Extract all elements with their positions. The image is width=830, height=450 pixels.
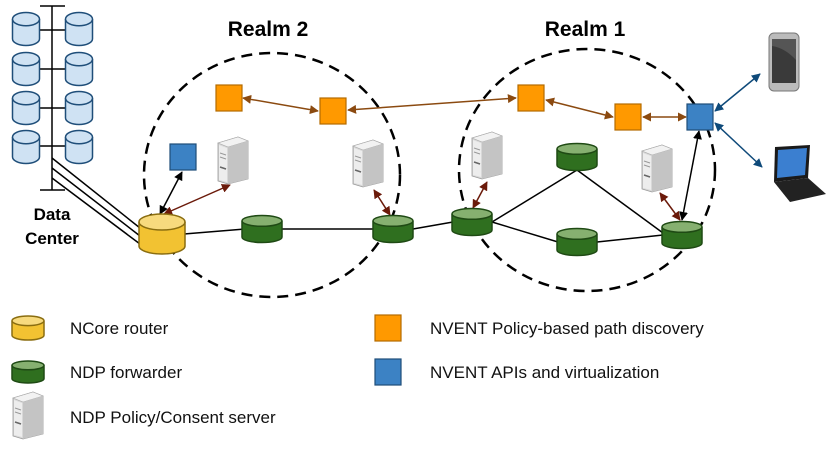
api-node-icon (169, 143, 197, 171)
path-discovery-node-icon (614, 103, 642, 131)
network-links (183, 169, 664, 243)
data-center-label-line2: Center (25, 229, 79, 248)
arrows (159, 73, 763, 221)
path-discovery-node-icon (215, 84, 243, 112)
device-arrow (714, 122, 763, 168)
discovery-arrow (347, 94, 517, 114)
laptop-icon (774, 145, 826, 202)
storage-cylinder-icon (64, 51, 94, 87)
data-center-label-line1: Data (34, 205, 71, 224)
storage-cylinder-icon (11, 129, 41, 165)
policy-arrow (659, 192, 681, 221)
discovery-arrow (545, 97, 614, 120)
legend-path-discovery-icon (374, 314, 402, 342)
smartphone-icon (768, 32, 800, 92)
policy-arrow (163, 184, 231, 215)
legend-ndp-forwarder: NDP forwarder (70, 363, 182, 382)
path-discovery-node-icon (517, 84, 545, 112)
data-center (38, 5, 141, 245)
storage-cylinder-icon (64, 11, 94, 47)
ndp-forwarder-icon (661, 220, 703, 250)
ndp-forwarder-icon (556, 142, 598, 172)
ndp-forwarder-icon (451, 207, 493, 237)
storage-cylinder-icon (11, 51, 41, 87)
policy-server-icon (352, 139, 384, 188)
api-arrow (679, 130, 702, 221)
policy-server-icon (471, 131, 503, 180)
legend-policy-server-icon (12, 391, 44, 440)
storage-cylinder-icon (64, 90, 94, 126)
ndp-forwarder-icon (556, 227, 598, 257)
policy-arrow (472, 181, 488, 209)
realm-1-label: Realm 1 (545, 18, 626, 41)
realm-2-boundary (142, 51, 402, 299)
legend-policy-server: NDP Policy/Consent server (70, 408, 276, 427)
policy-server-icon (641, 144, 673, 193)
legend-ndp-forwarder-icon (11, 360, 45, 384)
path-discovery-node-icon (319, 97, 347, 125)
legend-ncore-router-icon (11, 315, 45, 341)
legend-apis-icon (374, 358, 402, 386)
legend-path-discovery: NVENT Policy-based path discovery (430, 319, 704, 338)
policy-server-icon (217, 136, 249, 185)
policy-arrow (373, 189, 391, 216)
realm-1-boundary (457, 47, 717, 293)
legend-apis: NVENT APIs and virtualization (430, 363, 659, 382)
storage-cylinder-icon (64, 129, 94, 165)
storage-cylinder-icon (11, 90, 41, 126)
device-arrow (714, 73, 761, 112)
storage-cylinder-icon (11, 11, 41, 47)
realm-2-label: Realm 2 (228, 18, 309, 41)
storage-cylinders (11, 11, 94, 165)
legend-ncore-router: NCore router (70, 319, 169, 338)
discovery-arrow (242, 94, 319, 115)
ncore-router-icon (138, 213, 186, 255)
ndp-forwarder-icon (372, 214, 414, 244)
ndp-forwarder-icon (241, 214, 283, 244)
api-node-icon (686, 103, 714, 131)
